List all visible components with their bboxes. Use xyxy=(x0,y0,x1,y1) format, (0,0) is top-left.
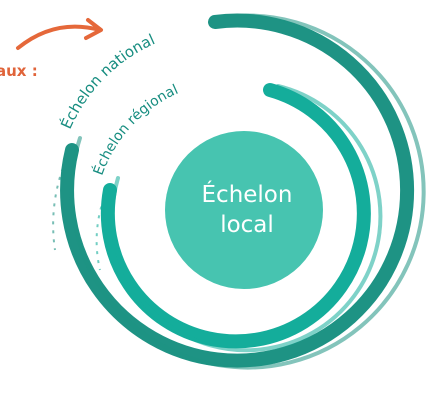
center-label-line2: local xyxy=(220,212,274,238)
middle-ring xyxy=(95,83,383,353)
curved-arrow-icon xyxy=(16,18,103,50)
center-label: Échelon local xyxy=(172,180,322,240)
outer-ring xyxy=(60,13,426,370)
center-disc xyxy=(165,131,323,289)
center-label-line1: Échelon xyxy=(201,182,293,208)
left-cut-label: aux : xyxy=(0,62,38,80)
outer-ring-tail xyxy=(52,159,67,251)
middle-ring-label: Échelon régional xyxy=(90,82,181,178)
